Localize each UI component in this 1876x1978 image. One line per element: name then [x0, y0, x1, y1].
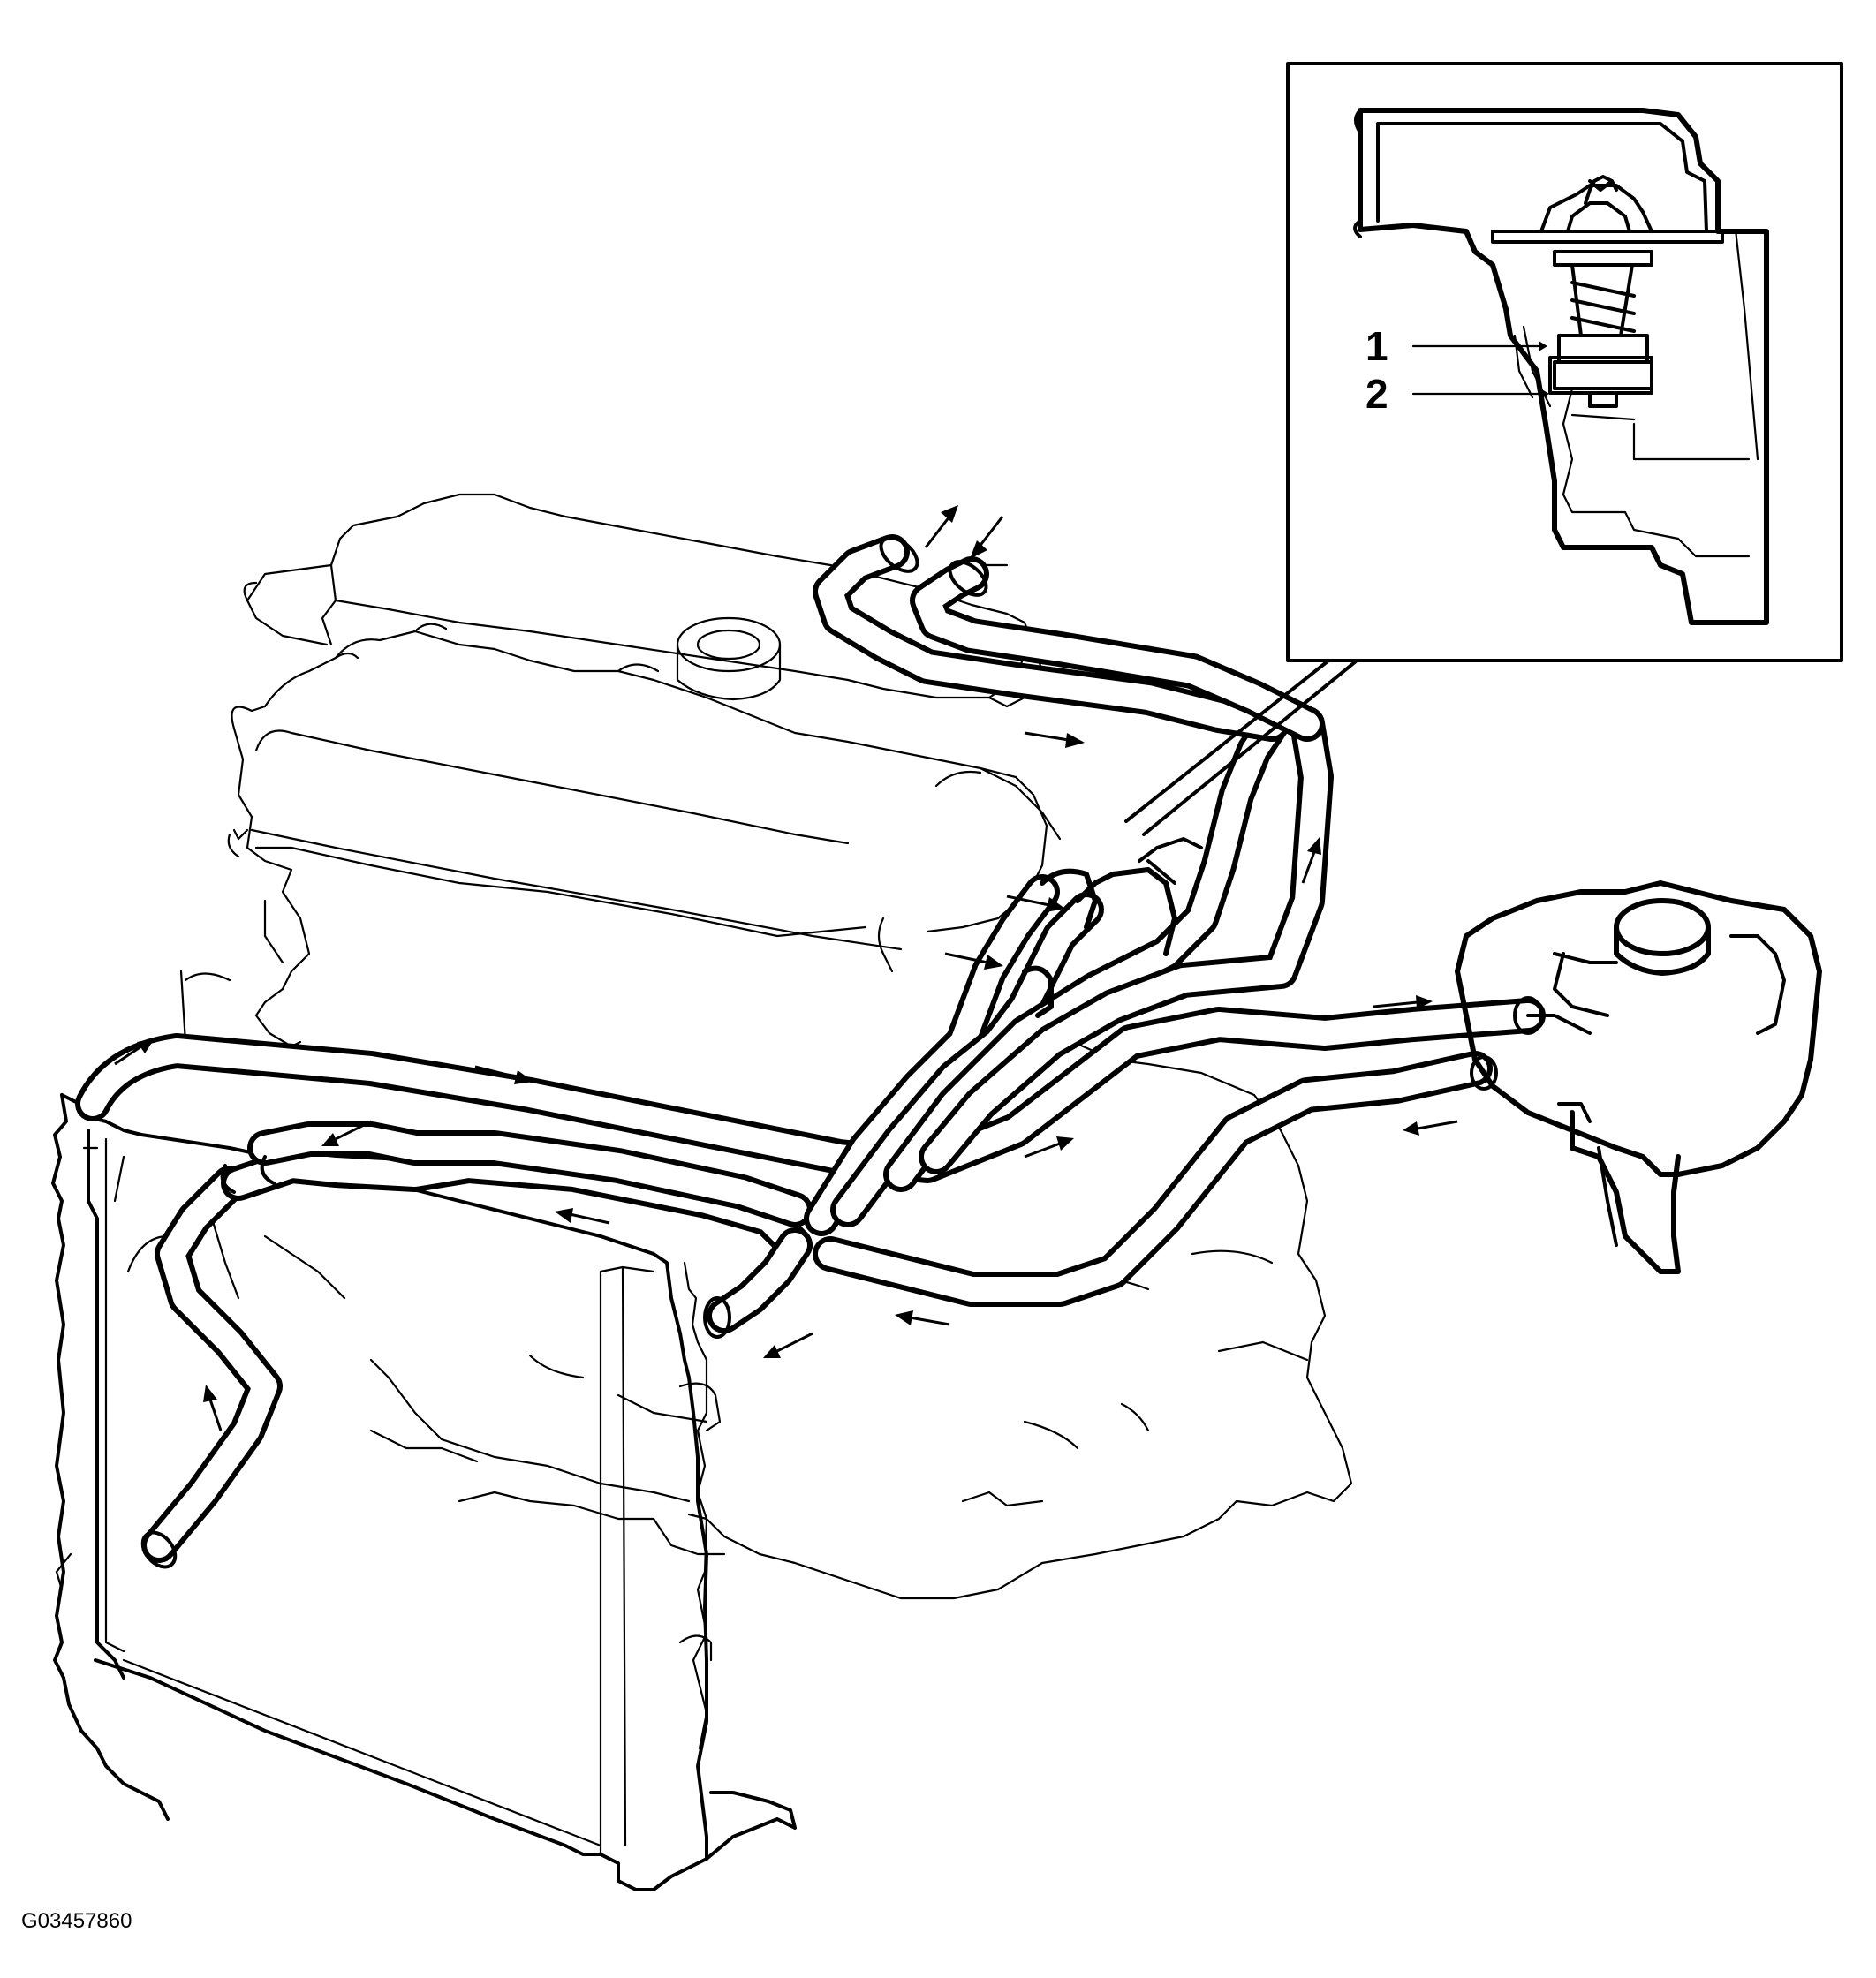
flow-arrow: [924, 505, 958, 548]
flow-arrow: [321, 1120, 372, 1146]
radiator: [51, 1093, 797, 1891]
flow-arrow: [895, 1310, 950, 1326]
flow-arrow: [763, 1332, 813, 1358]
expansion-tank: [1455, 880, 1822, 1274]
callout-2: 2: [1365, 371, 1388, 417]
flow-arrow: [1006, 895, 1065, 912]
rocker-cover: [227, 493, 1057, 964]
flow-arrow: [474, 1065, 533, 1084]
flow-arrow: [1373, 995, 1433, 1009]
callout-1: 1: [1365, 323, 1388, 369]
flow-arrow: [970, 516, 1004, 559]
flow-arrow: [1024, 731, 1085, 748]
flow-arrow: [1301, 837, 1321, 884]
flow-arrow: [1403, 1120, 1458, 1136]
flow-arrow: [944, 952, 1003, 970]
flow-arrow: [555, 1208, 610, 1225]
flow-arrow: [1024, 1136, 1074, 1159]
figure-id: G03457860: [21, 1909, 132, 1933]
flow-arrows: [114, 505, 1458, 1431]
engine-outline: [179, 623, 1353, 1600]
flow-arrow: [114, 1038, 155, 1066]
inset-frame: [1286, 62, 1843, 662]
thermostat-inset: 1 2: [1124, 62, 1843, 836]
flow-arrow: [203, 1385, 223, 1431]
coolant-hoses: [75, 534, 1546, 1569]
